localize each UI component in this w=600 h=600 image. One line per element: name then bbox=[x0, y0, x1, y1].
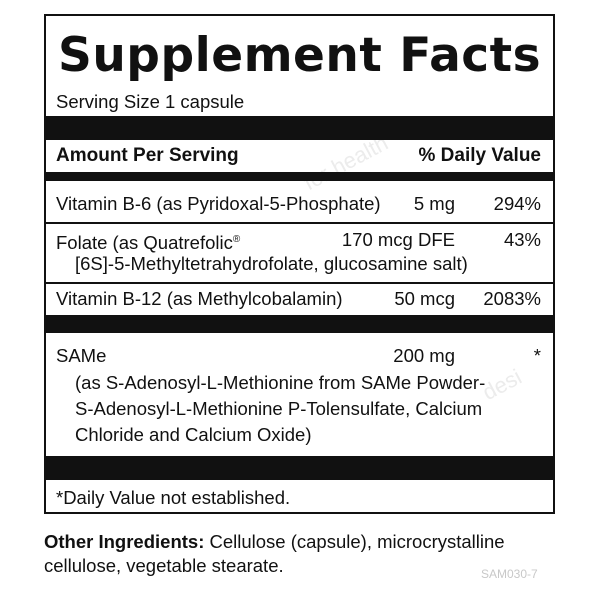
other-ingredients: Other Ingredients: Cellulose (capsule), … bbox=[44, 530, 564, 578]
nutrient-name: Folate (as Quatrefolic® bbox=[56, 228, 240, 255]
nutrient-detail: S-Adenosyl-L-Methionine P-Tolensulfate, … bbox=[75, 398, 483, 419]
nutrient-detail: [6S]-5-Methyltetrahydrofolate, glucosami… bbox=[75, 253, 468, 274]
other-ingredients-label: Other Ingredients: bbox=[44, 531, 205, 552]
nutrient-amount: 5 mg bbox=[413, 193, 455, 214]
nutrient-amount: 50 mcg bbox=[394, 288, 455, 309]
registered-mark: ® bbox=[232, 234, 241, 245]
nutrient-daily-value: 2083% bbox=[483, 288, 541, 309]
daily-value-label: % Daily Value bbox=[418, 145, 541, 166]
supplement-facts-panel: Supplement Facts Serving Size 1 capsule … bbox=[44, 14, 555, 514]
nutrient-daily-value: 43% bbox=[503, 229, 541, 250]
nutrient-daily-value: * bbox=[533, 345, 541, 366]
nutrient-name: SAMe bbox=[56, 345, 107, 366]
nutrient-amount: 200 mg bbox=[393, 345, 455, 366]
product-code: SAM030-7 bbox=[481, 567, 538, 581]
thick-divider bbox=[46, 456, 553, 480]
medium-divider bbox=[46, 172, 553, 181]
row-divider bbox=[46, 222, 553, 224]
thick-divider bbox=[46, 116, 553, 140]
nutrient-daily-value: 294% bbox=[493, 193, 541, 214]
nutrient-amount: 170 mcg DFE bbox=[341, 229, 455, 250]
nutrient-name: Vitamin B-12 (as Methylcobalamin) bbox=[56, 288, 343, 309]
serving-size: Serving Size 1 capsule bbox=[56, 91, 245, 112]
nutrient-name: Vitamin B-6 (as Pyridoxal-5-Phosphate) bbox=[56, 193, 381, 214]
nutrient-detail: (as S-Adenosyl-L-Methionine from SAMe Po… bbox=[75, 372, 486, 393]
other-ingredients-text: Cellulose (capsule), microcrystalline ce… bbox=[44, 531, 505, 576]
row-divider bbox=[46, 282, 553, 284]
thick-divider bbox=[46, 315, 553, 333]
footnote: *Daily Value not established. bbox=[56, 487, 291, 508]
nutrient-detail: Chloride and Calcium Oxide) bbox=[75, 424, 312, 445]
nutrient-name-text: Folate (as Quatrefolic bbox=[56, 232, 233, 253]
panel-title: Supplement Facts bbox=[58, 28, 542, 83]
amount-per-serving-label: Amount Per Serving bbox=[56, 145, 239, 166]
